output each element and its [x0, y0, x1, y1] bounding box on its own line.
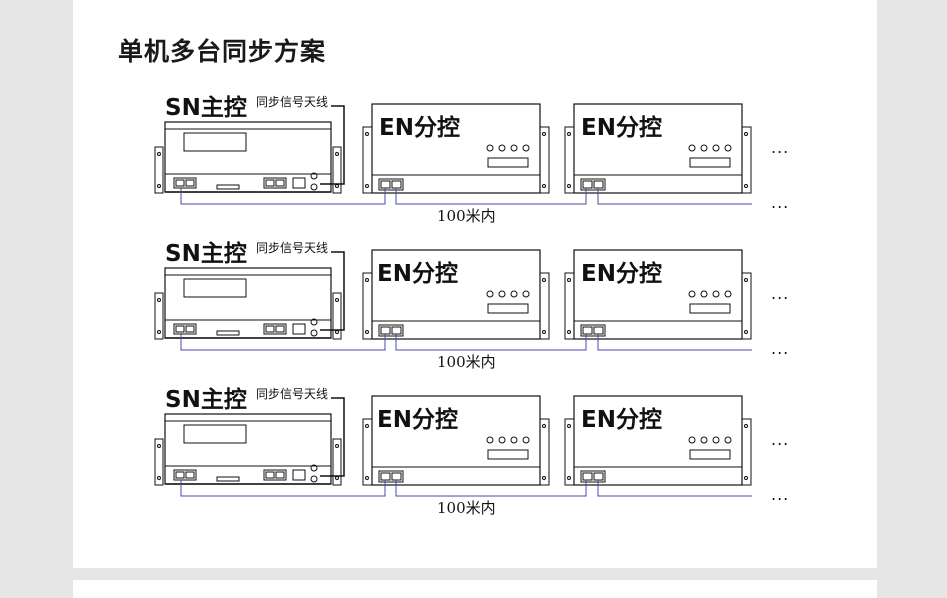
row-diagram [154, 249, 752, 351]
sn-master-label: SN主控 [165, 95, 247, 121]
en-slave-device-1 [362, 395, 550, 486]
en-slave-label-2: EN分控 [581, 115, 662, 141]
antenna-cable [320, 251, 345, 331]
sync-row-1: SN主控 同步信号天线 EN分控 EN分控 100米内 ... ... [0, 92, 947, 232]
row-diagram [154, 395, 752, 497]
sn-master-label: SN主控 [165, 387, 247, 413]
antenna-label: 同步信号天线 [256, 387, 329, 401]
distance-label: 100米内 [437, 353, 496, 371]
more-cable-ellipsis: ... [771, 485, 790, 504]
more-cable-ellipsis: ... [771, 339, 790, 358]
network-cables [180, 480, 752, 497]
bottom-panel-edge [73, 580, 877, 598]
network-cables [180, 188, 752, 205]
distance-label: 100米内 [437, 207, 496, 225]
more-devices-ellipsis: ... [771, 430, 790, 449]
en-slave-label-2: EN分控 [581, 261, 662, 287]
sn-master-label: SN主控 [165, 241, 247, 267]
sn-master-device [154, 413, 342, 486]
sn-master-device [154, 267, 342, 340]
sn-master-device [154, 121, 342, 194]
page-title: 单机多台同步方案 [118, 37, 327, 66]
more-devices-ellipsis: ... [771, 284, 790, 303]
en-slave-device-2 [564, 395, 752, 486]
en-slave-label-1: EN分控 [379, 115, 460, 141]
en-slave-label-2: EN分控 [581, 407, 662, 433]
more-cable-ellipsis: ... [771, 193, 790, 212]
antenna-cable [320, 105, 345, 185]
distance-label: 100米内 [437, 499, 496, 517]
antenna-cable [320, 397, 345, 477]
en-slave-device-1 [362, 103, 550, 194]
en-slave-device-2 [564, 249, 752, 340]
en-slave-label-1: EN分控 [377, 261, 458, 287]
en-slave-label-1: EN分控 [377, 407, 458, 433]
network-cables [180, 334, 752, 351]
en-slave-device-1 [362, 249, 550, 340]
en-slave-device-2 [564, 103, 752, 194]
more-devices-ellipsis: ... [771, 138, 790, 157]
page-panel [73, 0, 877, 568]
sync-row-2: SN主控 同步信号天线 EN分控 EN分控 100米内 ... ... [0, 238, 947, 378]
antenna-label: 同步信号天线 [256, 95, 329, 109]
row-diagram [154, 103, 752, 205]
sync-row-3: SN主控 同步信号天线 EN分控 EN分控 100米内 ... ... [0, 384, 947, 524]
antenna-label: 同步信号天线 [256, 241, 329, 255]
